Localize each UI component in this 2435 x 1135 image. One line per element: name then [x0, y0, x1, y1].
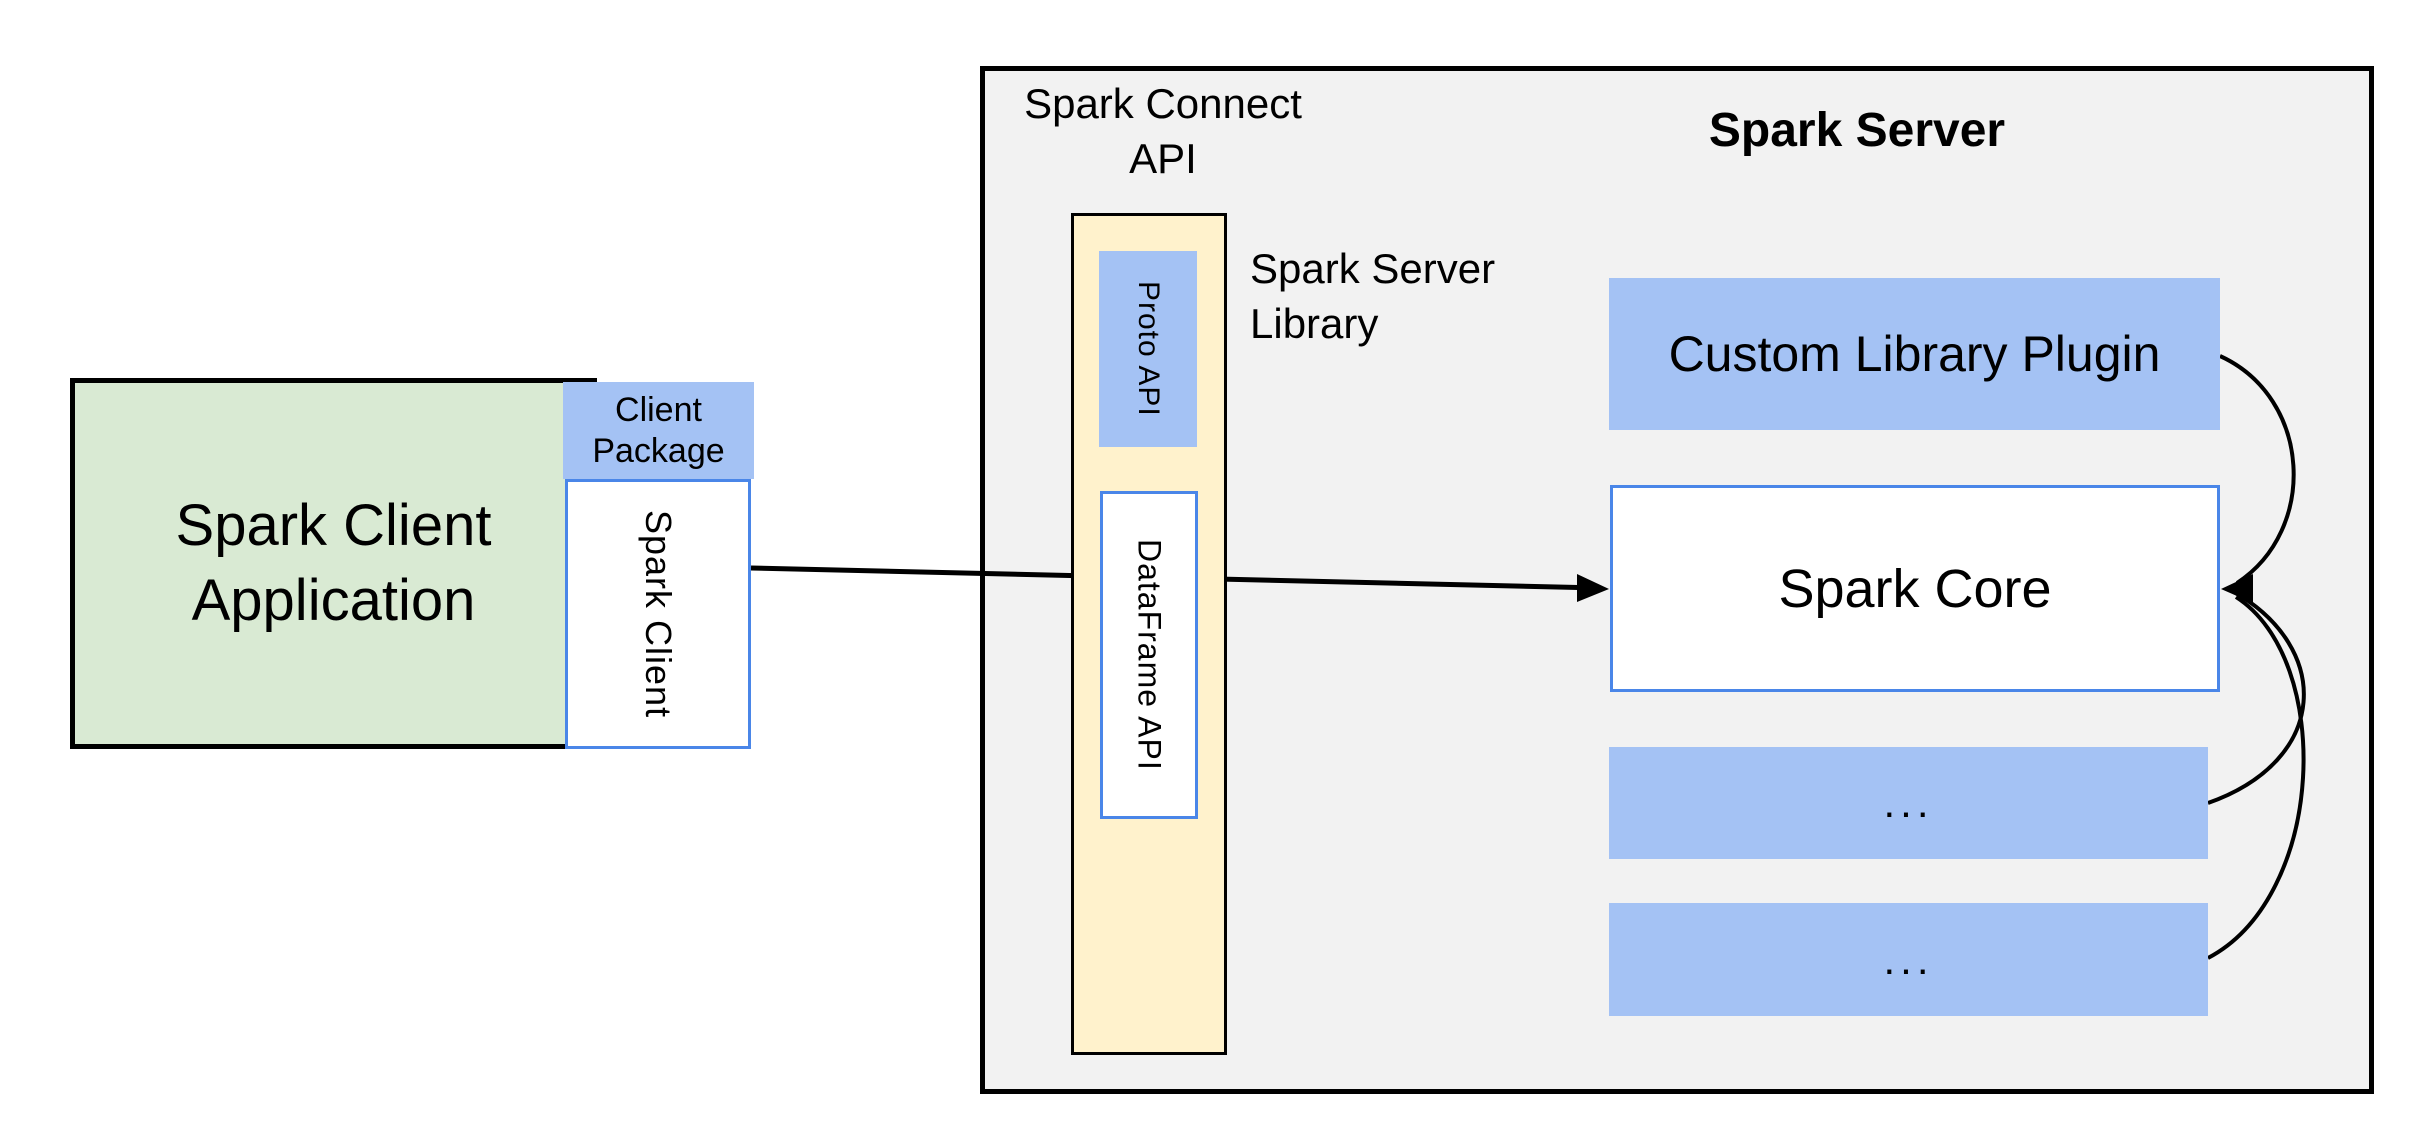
spark-connect-api-label: Spark Connect API	[1024, 80, 1302, 183]
module-box-1-label: ...	[1883, 779, 1934, 826]
client-package-label: Client Package	[592, 390, 725, 470]
module-box-2: ...	[1609, 903, 2208, 1016]
spark-server-title: Spark Server	[1708, 104, 2006, 157]
spark-client-application-box: Spark Client Application	[70, 378, 597, 749]
proto-api-label: Proto API	[1132, 281, 1165, 417]
spark-client-box: Spark Client	[565, 479, 751, 749]
spark-client-application-label: Spark Client Application	[175, 493, 492, 633]
module-box-1: ...	[1609, 747, 2208, 859]
proto-api-box: Proto API	[1099, 251, 1197, 447]
client-package-box: Client Package	[563, 382, 754, 479]
custom-library-plugin-box: Custom Library Plugin	[1609, 278, 2220, 430]
spark-core-box: Spark Core	[1610, 485, 2220, 692]
spark-client-label: Spark Client	[638, 509, 679, 719]
dataframe-api-box: DataFrame API	[1100, 491, 1198, 819]
spark-core-label: Spark Core	[1778, 558, 2052, 619]
module-box-2-label: ...	[1883, 935, 1934, 983]
dataframe-api-label: DataFrame API	[1131, 539, 1168, 771]
custom-library-plugin-label: Custom Library Plugin	[1668, 326, 2161, 382]
spark-server-library-label: Spark Server Library	[1250, 245, 1496, 347]
